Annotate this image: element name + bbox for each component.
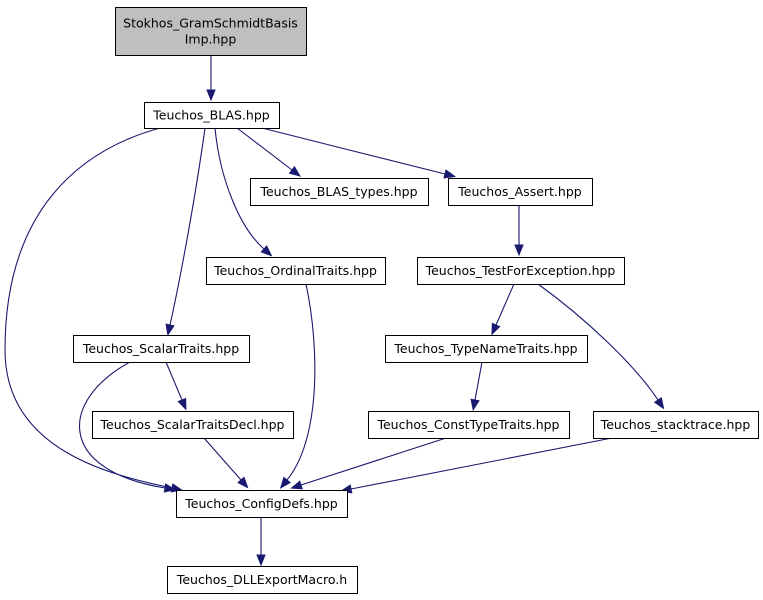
arrowhead (163, 483, 177, 493)
arrowhead (491, 322, 501, 336)
edge-typename-to-consttype (470, 361, 483, 412)
arrowhead (260, 245, 273, 257)
node-label: Teuchos_ScalarTraits.hpp (82, 341, 239, 356)
node-box (176, 490, 348, 518)
node-label: Teuchos_TestForException.hpp (425, 263, 616, 278)
arrowhead (279, 476, 292, 489)
arrowhead (165, 323, 175, 337)
arrowhead (470, 398, 480, 412)
edge-line (203, 437, 242, 481)
node-assert[interactable]: Teuchos_Assert.hpp (448, 178, 593, 206)
edge-blas-to-blas_types (236, 127, 302, 177)
edge-scalar-to-config (79, 361, 177, 493)
node-typename[interactable]: Teuchos_TypeNameTraits.hpp (385, 335, 588, 363)
edge-line (537, 283, 659, 401)
arrowhead (514, 244, 524, 257)
node-label: Teuchos_OrdinalTraits.hpp (213, 263, 377, 278)
arrowhead (443, 169, 456, 179)
arrowhead (237, 476, 249, 489)
node-label: Teuchos_ConstTypeTraits.hpp (376, 417, 559, 432)
edge-gram-to-blas (206, 55, 216, 102)
node-ordinal[interactable]: Teuchos_OrdinalTraits.hpp (206, 257, 386, 285)
edge-line (261, 127, 446, 175)
edge-line (169, 127, 206, 326)
node-blas_types[interactable]: Teuchos_BLAS_types.hpp (250, 178, 429, 206)
node-scalar[interactable]: Teuchos_ScalarTraits.hpp (73, 335, 250, 363)
arrowhead (256, 554, 266, 567)
node-box (593, 411, 759, 439)
node-stacktrace[interactable]: Teuchos_stacktrace.hpp (593, 411, 759, 439)
edge-line (79, 361, 166, 489)
node-label: Teuchos_ScalarTraitsDecl.hpp (100, 417, 285, 432)
node-label: Teuchos_stacktrace.hpp (600, 417, 751, 432)
edge-line (236, 127, 293, 171)
node-dll[interactable]: Teuchos_DLLExportMacro.h (167, 566, 358, 594)
edge-line (165, 361, 183, 401)
node-label: Teuchos_BLAS.hpp (152, 108, 269, 123)
arrowhead (206, 89, 216, 102)
node-box (250, 178, 429, 206)
edge-line (300, 437, 447, 486)
arrowhead (653, 396, 665, 410)
node-label: Teuchos_ConfigDefs.hpp (184, 496, 337, 511)
edge-line (350, 437, 613, 490)
node-box (115, 7, 307, 56)
node-label: Stokhos_GramSchmidtBasis (123, 16, 298, 31)
edge-scalardecl-to-config (203, 437, 249, 489)
edge-line (474, 361, 483, 401)
edge-blas-to-scalar (165, 127, 206, 337)
node-label: Imp.hpp (185, 32, 237, 47)
node-box (167, 566, 358, 594)
edge-testfor-to-typename (491, 283, 515, 336)
arrowhead (290, 480, 303, 490)
edge-blas-to-ordinal (214, 127, 273, 257)
arrowhead (288, 165, 302, 177)
node-consttype[interactable]: Teuchos_ConstTypeTraits.hpp (368, 411, 570, 439)
edge-assert-to-testfor (514, 205, 524, 257)
node-label: Teuchos_DLLExportMacro.h (176, 572, 347, 587)
edge-stacktrace-to-config (339, 437, 613, 494)
edge-blas-to-assert (261, 127, 456, 179)
node-blas[interactable]: Teuchos_BLAS.hpp (144, 102, 280, 129)
edges (4, 55, 665, 567)
edge-testfor-to-stacktrace (537, 283, 665, 410)
arrowhead (177, 397, 187, 411)
node-config[interactable]: Teuchos_ConfigDefs.hpp (176, 490, 348, 518)
node-box (448, 178, 593, 206)
node-scalardecl[interactable]: Teuchos_ScalarTraitsDecl.hpp (92, 411, 294, 439)
node-box (368, 411, 570, 439)
edge-line (4, 127, 173, 489)
node-box (206, 257, 386, 285)
edge-ordinal-to-config (279, 283, 316, 489)
nodes: Stokhos_GramSchmidtBasisImp.hppTeuchos_B… (73, 7, 759, 594)
node-box (144, 102, 280, 129)
edge-config-to-dll (256, 517, 266, 567)
edge-line (495, 283, 515, 326)
edge-line (286, 283, 316, 481)
edge-line (214, 127, 265, 250)
edge-consttype-to-config (290, 437, 447, 490)
node-label: Teuchos_BLAS_types.hpp (259, 184, 417, 199)
node-box (417, 257, 625, 285)
node-box (73, 335, 250, 363)
node-label: Teuchos_Assert.hpp (457, 184, 581, 199)
node-box (385, 335, 588, 363)
edge-scalar-to-scalardecl (165, 361, 187, 411)
node-box (92, 411, 294, 439)
node-testfor[interactable]: Teuchos_TestForException.hpp (417, 257, 625, 285)
node-label: Teuchos_TypeNameTraits.hpp (393, 341, 577, 356)
